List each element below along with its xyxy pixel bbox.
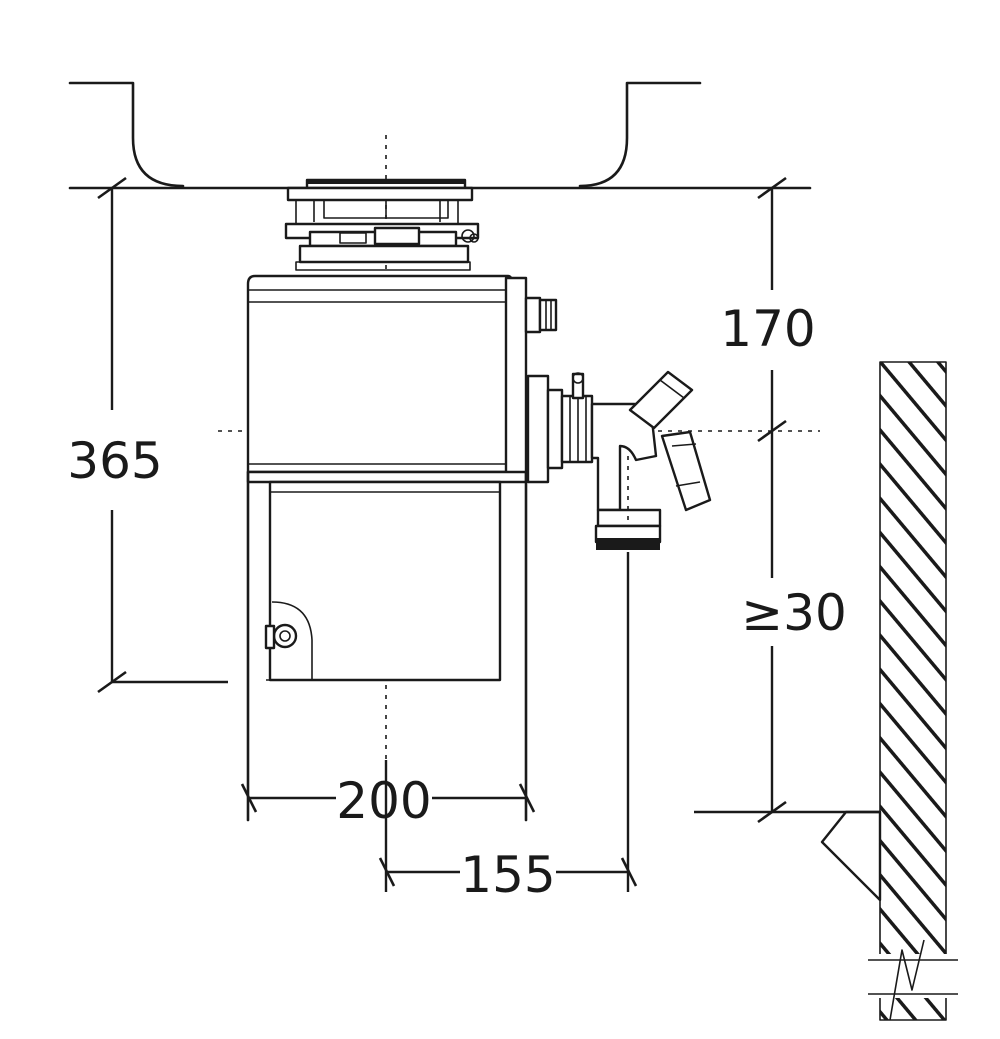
- dimension-height-170: 170: [720, 176, 816, 443]
- drain-outlet-fitting: [526, 370, 712, 550]
- dimension-label-365: 365: [67, 432, 162, 490]
- wall-drain: [820, 361, 958, 1021]
- motor-housing: [246, 470, 528, 822]
- disposer-body: [246, 274, 558, 478]
- dimension-label-30: ≥30: [741, 584, 847, 642]
- dimension-width-155: 155: [378, 552, 638, 904]
- dimension-height-30: ≥30: [694, 431, 880, 824]
- dimension-label-170: 170: [720, 300, 815, 358]
- dimension-width-200: 200: [240, 772, 536, 830]
- mounting-flange: [284, 178, 480, 271]
- dimension-label-200: 200: [336, 772, 431, 830]
- dimension-height-365: 365: [67, 176, 228, 694]
- dimension-label-155: 155: [460, 846, 555, 904]
- sink-basin: [68, 81, 812, 190]
